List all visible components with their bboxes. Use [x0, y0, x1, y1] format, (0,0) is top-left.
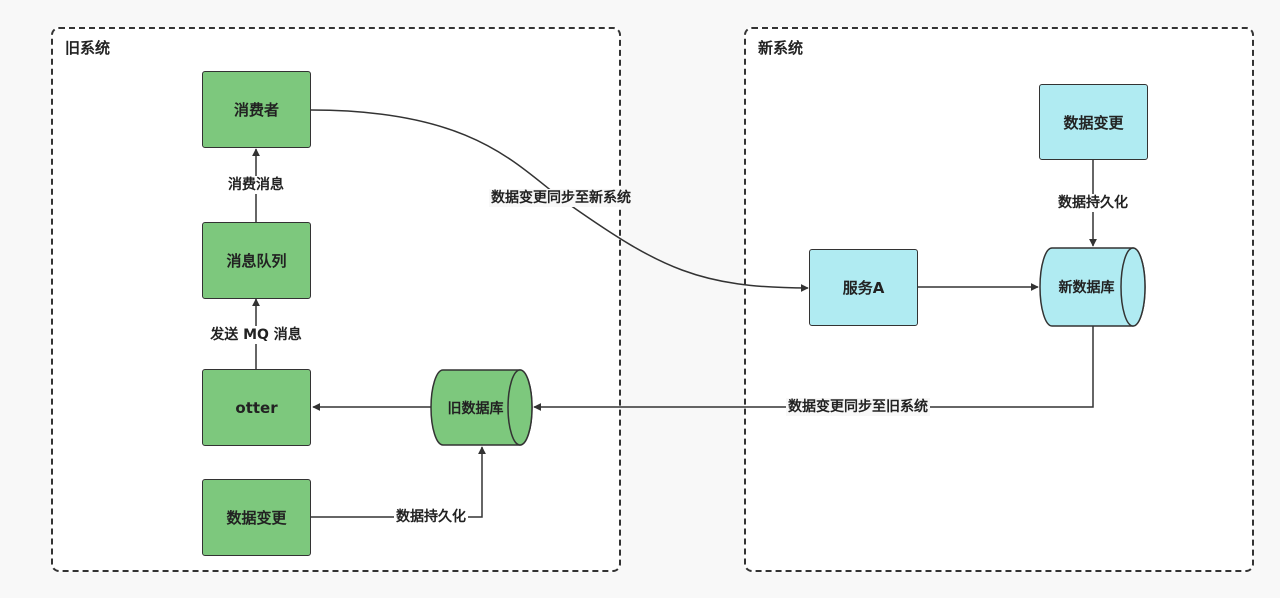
- new-persist-label: 数据持久化: [1056, 194, 1130, 212]
- new-system-title: 新系统: [758, 39, 804, 57]
- edge-sync-to-old: [533, 326, 1094, 411]
- consumer-node: 消费者: [202, 71, 311, 148]
- old-system-title: 旧系统: [65, 39, 111, 57]
- old-database-label: 旧数据库: [447, 400, 504, 417]
- new-database-label: 新数据库: [1058, 280, 1115, 296]
- otter-node: otter: [202, 369, 311, 446]
- old-data-change-node: 数据变更: [202, 479, 311, 556]
- send-mq-label: 发送 MQ 消息: [208, 326, 304, 344]
- consume-msg-label: 消费消息: [226, 176, 286, 194]
- old-persist-label: 数据持久化: [394, 508, 468, 526]
- new-database-cylinder: [1039, 247, 1146, 327]
- new-data-change-node: 数据变更: [1039, 84, 1148, 160]
- old-database-cylinder: [430, 369, 533, 446]
- edge-old-persist: [311, 446, 486, 518]
- service-a-node: 服务A: [809, 249, 918, 326]
- sync-to-new-label: 数据变更同步至新系统: [489, 189, 633, 207]
- old-system-group: 旧系统: [51, 27, 621, 572]
- message-queue-node: 消息队列: [202, 222, 311, 299]
- sync-to-old-label: 数据变更同步至旧系统: [786, 398, 930, 416]
